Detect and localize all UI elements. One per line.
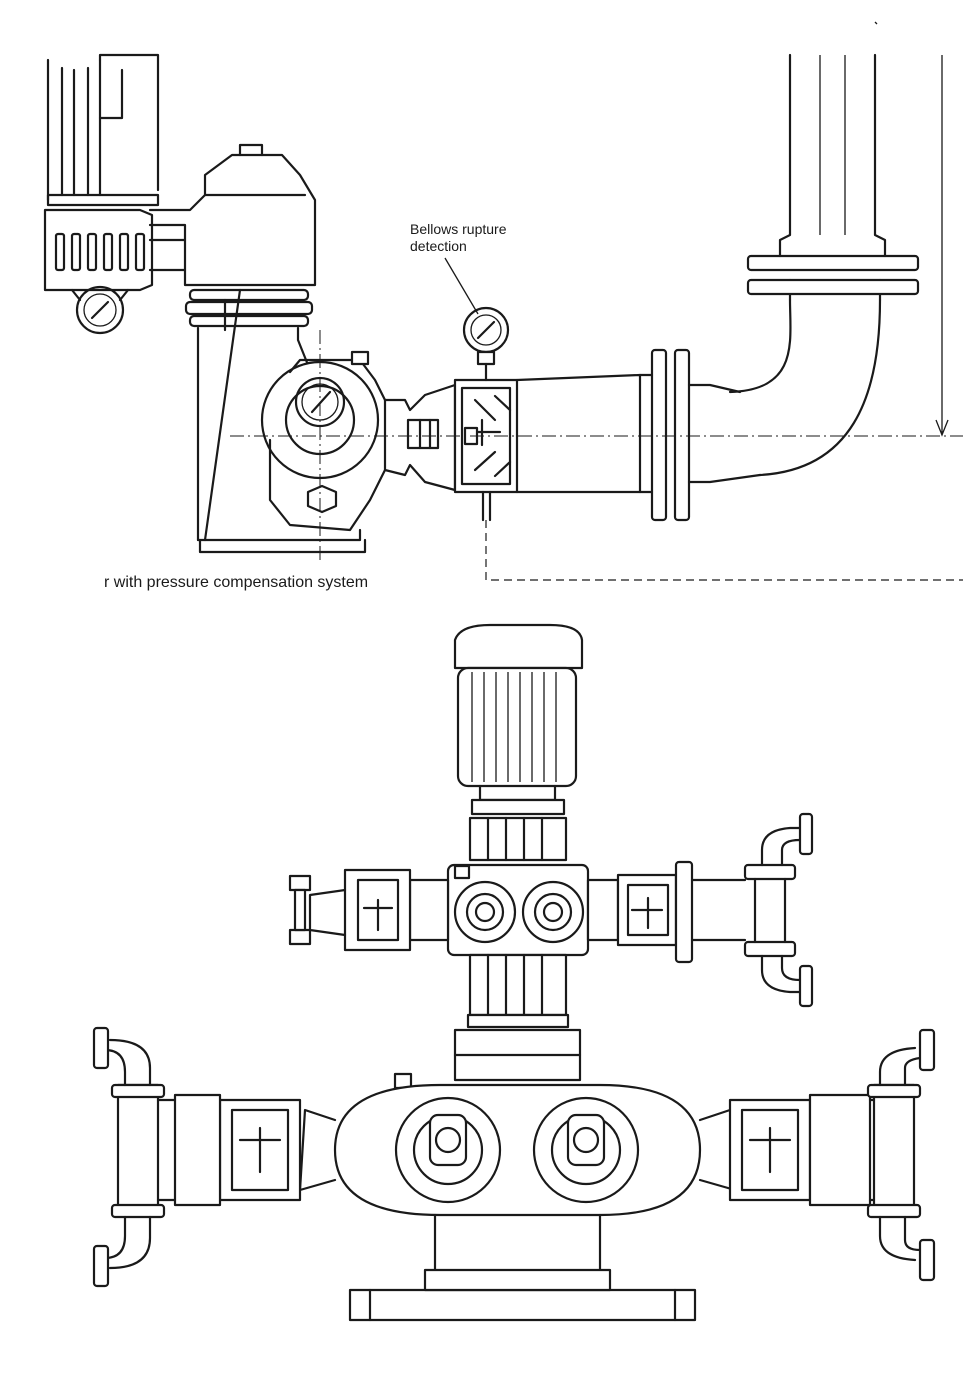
nut-icon xyxy=(306,484,338,514)
bellows-label-line1: Bellows rupture xyxy=(410,221,507,237)
motor-gauge-icon xyxy=(75,285,125,335)
motor-cooling-fins xyxy=(54,232,146,272)
multi-head-plan-view xyxy=(92,623,936,1322)
bellows-rupture-label: Bellows rupture detection xyxy=(410,221,507,255)
bellows-label-line2: detection xyxy=(410,238,467,254)
top-motor xyxy=(453,623,584,862)
drive-motor xyxy=(43,53,160,335)
discharge-piping xyxy=(638,53,949,522)
bellows-housing xyxy=(383,373,642,522)
small-double-head xyxy=(288,812,814,1029)
pump-head xyxy=(196,298,387,554)
large-double-head xyxy=(92,1026,936,1322)
side-elevation-view xyxy=(43,21,963,581)
figure-caption: r with pressure compensation system xyxy=(104,574,369,591)
bellows-rupture-gauge xyxy=(444,257,510,382)
gear-housing xyxy=(148,143,317,542)
